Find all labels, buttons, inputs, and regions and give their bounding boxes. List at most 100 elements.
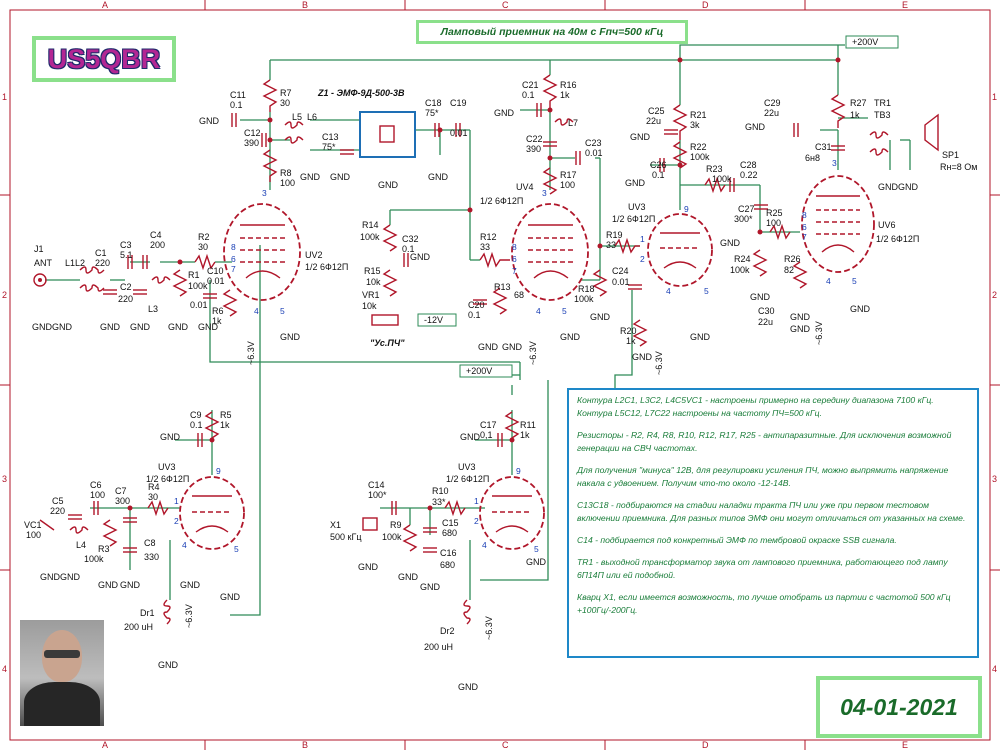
grid-col-a: A (102, 0, 108, 10)
svg-text:8: 8 (802, 210, 807, 220)
svg-text:33: 33 (480, 242, 490, 252)
svg-text:R20: R20 (620, 326, 637, 336)
svg-text:4: 4 (826, 276, 831, 286)
svg-text:C18: C18 (425, 98, 442, 108)
svg-text:10k: 10k (366, 277, 381, 287)
svg-text:C17: C17 (480, 420, 497, 430)
svg-text:R6: R6 (212, 306, 224, 316)
svg-text:UV3: UV3 (158, 462, 176, 472)
svg-text:R5: R5 (220, 410, 232, 420)
hv-label-2: +200V (466, 366, 492, 376)
svg-text:1/2 6Ф12П: 1/2 6Ф12П (305, 262, 348, 272)
svg-text:6н8: 6н8 (805, 153, 820, 163)
svg-text:C31: C31 (815, 142, 832, 152)
svg-text:UV4: UV4 (516, 182, 534, 192)
svg-text:0.01: 0.01 (585, 148, 603, 158)
grid-row-3-right: 3 (992, 474, 997, 484)
grid-col-e: E (902, 0, 908, 10)
notes-panel: Контура L2C1, L3C2, L4C5VC1 - настроены … (567, 388, 979, 658)
svg-text:GND: GND (60, 572, 81, 582)
svg-text:6: 6 (231, 254, 236, 264)
svg-text:R26: R26 (784, 254, 801, 264)
svg-text:100k: 100k (188, 281, 208, 291)
grid-row-2: 2 (2, 290, 7, 300)
svg-text:22u: 22u (646, 116, 661, 126)
grid-col-d-bottom: D (702, 740, 709, 750)
svg-text:GND: GND (460, 432, 481, 442)
svg-text:C23: C23 (585, 138, 602, 148)
svg-text:5: 5 (852, 276, 857, 286)
svg-text:3: 3 (262, 188, 267, 198)
svg-text:1/2 6Ф12П: 1/2 6Ф12П (480, 196, 523, 206)
grid-row-4: 4 (2, 664, 7, 674)
svg-text:4: 4 (254, 306, 259, 316)
grid-col-e-bottom: E (902, 740, 908, 750)
svg-text:R16: R16 (560, 80, 577, 90)
svg-text:GND: GND (410, 252, 431, 262)
svg-text:3k: 3k (690, 120, 700, 130)
svg-text:C26: C26 (650, 160, 667, 170)
svg-text:C4: C4 (150, 230, 162, 240)
svg-text:GND: GND (898, 182, 919, 192)
svg-text:R12: R12 (480, 232, 497, 242)
svg-text:GND: GND (198, 322, 219, 332)
emf-filter-symbol (379, 125, 395, 143)
svg-text:C1: C1 (95, 248, 107, 258)
svg-text:5: 5 (280, 306, 285, 316)
svg-text:7: 7 (802, 232, 807, 242)
svg-text:C27: C27 (738, 204, 755, 214)
svg-text:0.01: 0.01 (190, 300, 208, 310)
svg-text:~6.3V: ~6.3V (246, 341, 256, 365)
svg-text:100: 100 (280, 178, 295, 188)
svg-text:1/2 6Ф12П: 1/2 6Ф12П (876, 234, 919, 244)
svg-text:GND: GND (590, 312, 611, 322)
note-4: C13C18 - подбираются на стадии наладки т… (577, 500, 966, 523)
svg-text:200 uH: 200 uH (124, 622, 153, 632)
svg-text:75*: 75* (425, 108, 439, 118)
svg-text:5: 5 (562, 306, 567, 316)
inductors (69, 118, 889, 625)
svg-text:C8: C8 (144, 538, 156, 548)
svg-text:C25: C25 (648, 106, 665, 116)
svg-text:100: 100 (26, 530, 41, 540)
tube-uv3-detector (647, 213, 713, 287)
note-6: TR1 - выходной трансформатор звука от ла… (577, 557, 948, 580)
callsign-logo: US5QBR (32, 36, 176, 82)
grid-col-a-bottom: A (102, 740, 108, 750)
svg-text:GND: GND (168, 322, 189, 332)
svg-text:R4: R4 (148, 482, 160, 492)
grid-col-c-bottom: C (502, 740, 509, 750)
svg-text:9: 9 (516, 466, 521, 476)
svg-text:0.1: 0.1 (652, 170, 665, 180)
schematic-date: 04-01-2021 (816, 676, 982, 738)
tube-uv3-bfo (479, 476, 545, 550)
svg-text:4: 4 (536, 306, 541, 316)
svg-text:C6: C6 (90, 480, 102, 490)
svg-text:390: 390 (526, 144, 541, 154)
svg-text:R19: R19 (606, 230, 623, 240)
svg-text:5: 5 (234, 544, 239, 554)
tube-uv3-mixer (179, 476, 245, 550)
svg-text:75*: 75* (322, 142, 336, 152)
svg-text:GND: GND (420, 582, 441, 592)
neg12-label: -12V (424, 315, 443, 325)
tube-uv2 (223, 203, 301, 301)
antenna-jack-core (38, 278, 42, 282)
svg-text:GND: GND (632, 352, 653, 362)
svg-text:J1: J1 (34, 244, 44, 254)
svg-text:GND: GND (850, 304, 871, 314)
svg-text:0.01: 0.01 (207, 276, 225, 286)
svg-text:220: 220 (118, 294, 133, 304)
tube-uv6 (801, 175, 875, 273)
svg-text:100k: 100k (730, 265, 750, 275)
sheet-border (9, 9, 991, 741)
svg-text:390: 390 (244, 138, 259, 148)
svg-text:GND: GND (158, 660, 179, 670)
svg-text:C15: C15 (442, 518, 459, 528)
svg-text:GND: GND (330, 172, 351, 182)
svg-text:UV6: UV6 (878, 220, 896, 230)
note-3: Для получения "минуса" 12В, для регулиро… (577, 465, 949, 488)
svg-text:300: 300 (115, 496, 130, 506)
svg-text:3: 3 (542, 188, 547, 198)
